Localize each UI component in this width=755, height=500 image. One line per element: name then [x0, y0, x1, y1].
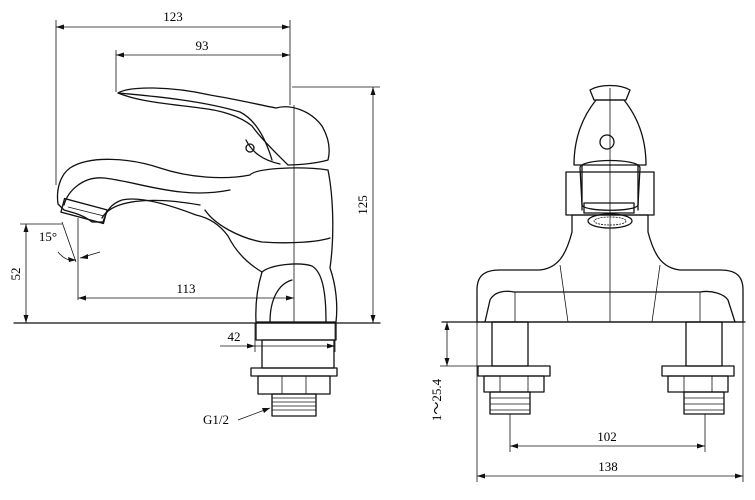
- shank-right-front: [661, 321, 735, 415]
- label-center-distance: 102: [597, 429, 617, 444]
- dimension-mount-thickness: 1～25.4: [429, 322, 480, 421]
- shank-left-front: [477, 321, 551, 415]
- label-overall-width: 138: [598, 459, 618, 474]
- shank-side: [250, 322, 338, 417]
- label-spout-reach: 113: [176, 281, 195, 296]
- dimension-spout-height: 52: [8, 223, 62, 323]
- front-view: 1～25.4 102 138: [429, 84, 746, 482]
- label-thread: G1/2: [203, 412, 229, 427]
- handle-lever-side: [117, 87, 330, 166]
- label-handle-length: 93: [196, 38, 209, 53]
- dimension-aerator-angle: 15°: [39, 218, 101, 300]
- aerator-front: [587, 213, 633, 229]
- dimension-height: 125: [292, 86, 380, 324]
- handle-top-front: [589, 84, 631, 101]
- label-spout-height: 52: [8, 268, 23, 281]
- dimension-overall-width: 138: [476, 322, 744, 482]
- aerator-side: [60, 197, 108, 225]
- label-height: 125: [355, 195, 370, 215]
- label-aerator-angle: 15°: [39, 229, 57, 244]
- faucet-body-side: [56, 158, 338, 323]
- label-base-width: 42: [228, 329, 241, 344]
- thread-callout: G1/2: [203, 407, 271, 427]
- dimension-center-distance: 102: [509, 414, 706, 452]
- dimension-overall-length: 123: [55, 9, 291, 185]
- spout-front: [579, 159, 641, 211]
- dimension-spout-reach: 113: [78, 281, 294, 301]
- dimension-handle-length: 93: [115, 38, 290, 92]
- label-mount-thickness: 1～25.4: [429, 378, 444, 421]
- label-overall-length: 123: [163, 9, 183, 24]
- dimension-base-width: 42: [220, 323, 336, 352]
- side-view: 123 93 125 52: [8, 9, 381, 427]
